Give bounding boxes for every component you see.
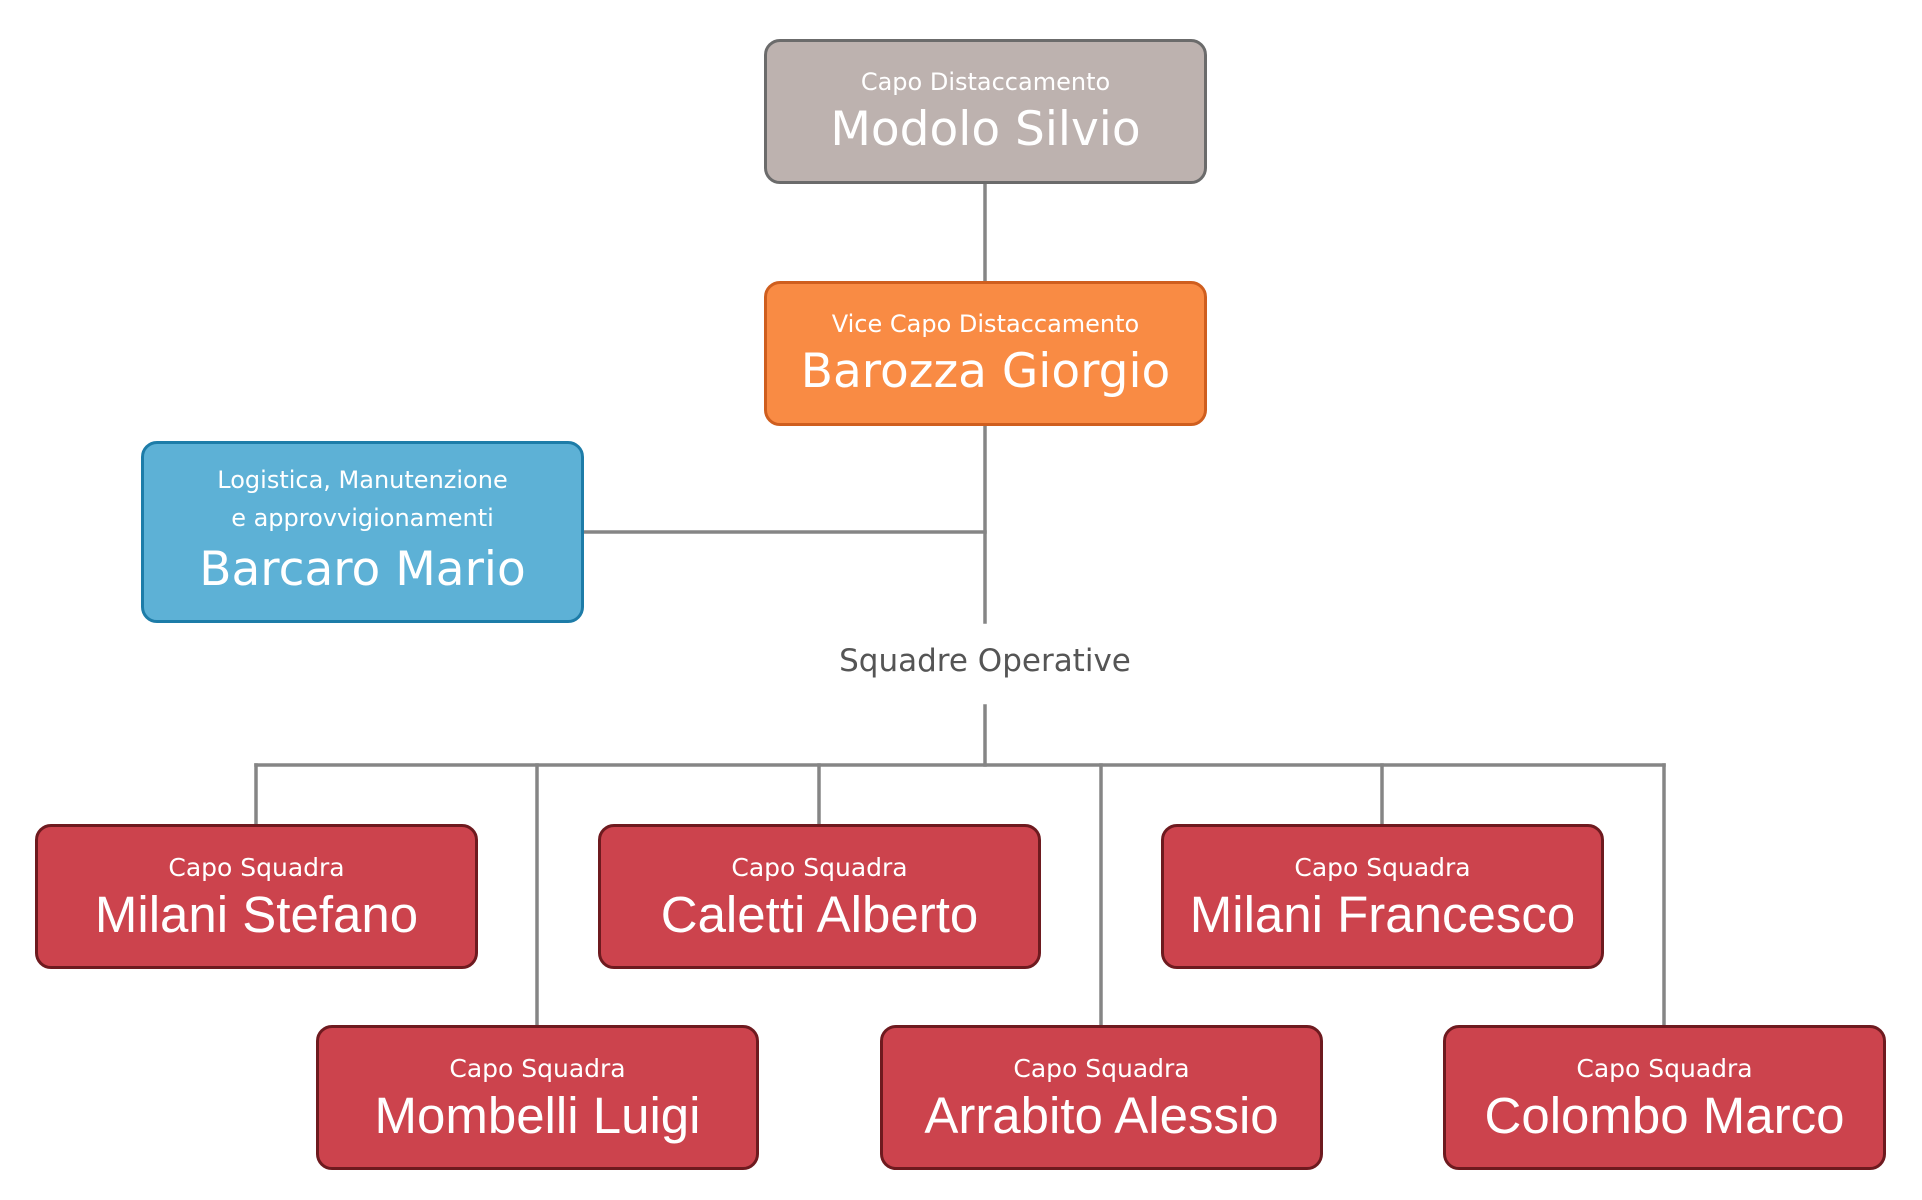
node-capo-squadra-4: Capo Squadra Arrabito Alessio	[880, 1025, 1323, 1170]
node-role: Capo Squadra	[168, 852, 345, 882]
node-role: Capo Squadra	[449, 1053, 626, 1083]
node-name: Barcaro Mario	[199, 542, 526, 597]
node-capo-squadra-3: Capo Squadra Caletti Alberto	[598, 824, 1041, 969]
node-name: Modolo Silvio	[830, 101, 1141, 157]
node-role: Capo Squadra	[1576, 1053, 1753, 1083]
node-name: Caletti Alberto	[660, 885, 979, 943]
group-label-squadre-operative: Squadre Operative	[839, 643, 1131, 679]
node-name: Barozza Giorgio	[800, 343, 1171, 399]
node-name: Arrabito Alessio	[924, 1086, 1279, 1144]
node-role: Capo Distaccamento	[860, 67, 1111, 96]
node-name: Milani Stefano	[94, 885, 419, 943]
node-role-line1: Logistica, Manutenzione	[217, 466, 508, 494]
node-capo-squadra-5: Capo Squadra Milani Francesco	[1161, 824, 1604, 969]
node-capo-squadra-2: Capo Squadra Mombelli Luigi	[316, 1025, 759, 1170]
node-name: Milani Francesco	[1189, 885, 1576, 943]
node-role: Capo Squadra	[1294, 852, 1471, 882]
node-role: Vice Capo Distaccamento	[831, 309, 1140, 338]
node-role-line2: e approvvigionamenti	[231, 504, 494, 532]
node-name: Mombelli Luigi	[374, 1086, 701, 1144]
node-role: Capo Squadra	[731, 852, 908, 882]
node-name: Colombo Marco	[1484, 1086, 1845, 1144]
node-capo-squadra-1: Capo Squadra Milani Stefano	[35, 824, 478, 969]
node-role: Capo Squadra	[1013, 1053, 1190, 1083]
node-logistica: Logistica, Manutenzione e approvvigionam…	[141, 441, 584, 623]
node-vice-capo-distaccamento: Vice Capo Distaccamento Barozza Giorgio	[764, 281, 1207, 426]
node-capo-squadra-6: Capo Squadra Colombo Marco	[1443, 1025, 1886, 1170]
node-capo-distaccamento: Capo Distaccamento Modolo Silvio	[764, 39, 1207, 184]
